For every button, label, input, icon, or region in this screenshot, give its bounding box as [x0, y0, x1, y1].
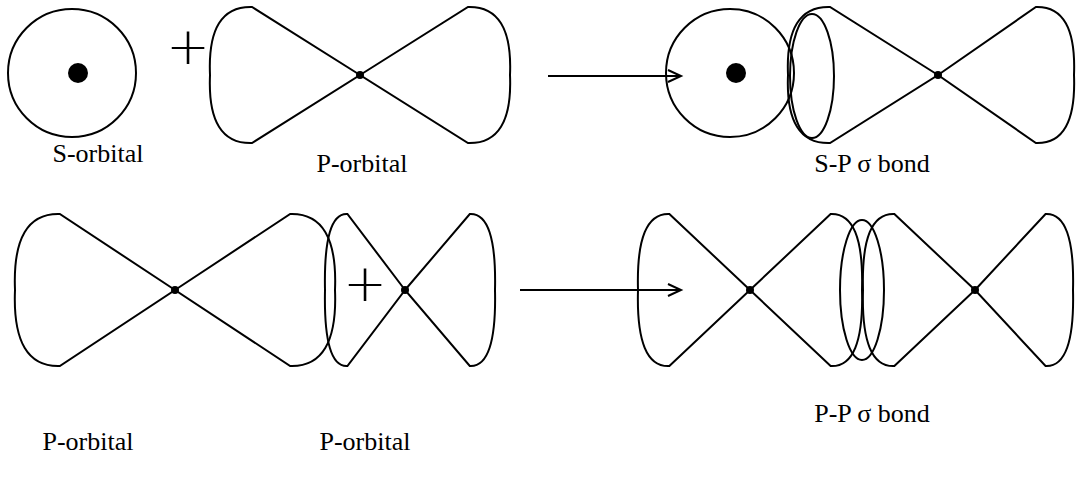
nucleus-dot	[934, 71, 942, 79]
s-orbital-shape	[8, 9, 136, 137]
plus-sign: +	[166, 18, 210, 75]
orbital-label: P-orbital	[43, 428, 134, 457]
nucleus-dot	[68, 63, 88, 83]
plus-sign: +	[343, 255, 387, 312]
nucleus-dot	[171, 286, 179, 294]
reaction-arrow	[548, 75, 680, 77]
overlap-ellipse	[790, 14, 834, 138]
overlap-ellipse	[840, 220, 884, 360]
nucleus-dot	[401, 286, 409, 294]
nucleus-dot	[971, 286, 979, 294]
s-orbital-shape	[666, 9, 794, 137]
orbital-label: P-orbital	[317, 150, 408, 179]
p-orbital-shape	[210, 7, 510, 143]
reaction-arrow	[520, 289, 680, 291]
p-orbital-shape	[15, 214, 335, 366]
orbital-label: S-P σ bond	[814, 150, 930, 179]
p-orbital-shape	[863, 214, 1073, 366]
p-orbital-shape	[638, 214, 862, 366]
nucleus-dot	[746, 286, 754, 294]
p-orbital-shape	[788, 7, 1074, 143]
orbital-label: S-orbital	[53, 140, 144, 169]
orbital-label: P-orbital	[320, 428, 411, 457]
p-orbital-shape	[325, 214, 495, 366]
arrow-head	[668, 70, 681, 82]
nucleus-dot	[356, 71, 364, 79]
nucleus-dot	[726, 63, 746, 83]
orbital-label: P-P σ bond	[814, 400, 930, 429]
arrow-head	[668, 284, 681, 296]
